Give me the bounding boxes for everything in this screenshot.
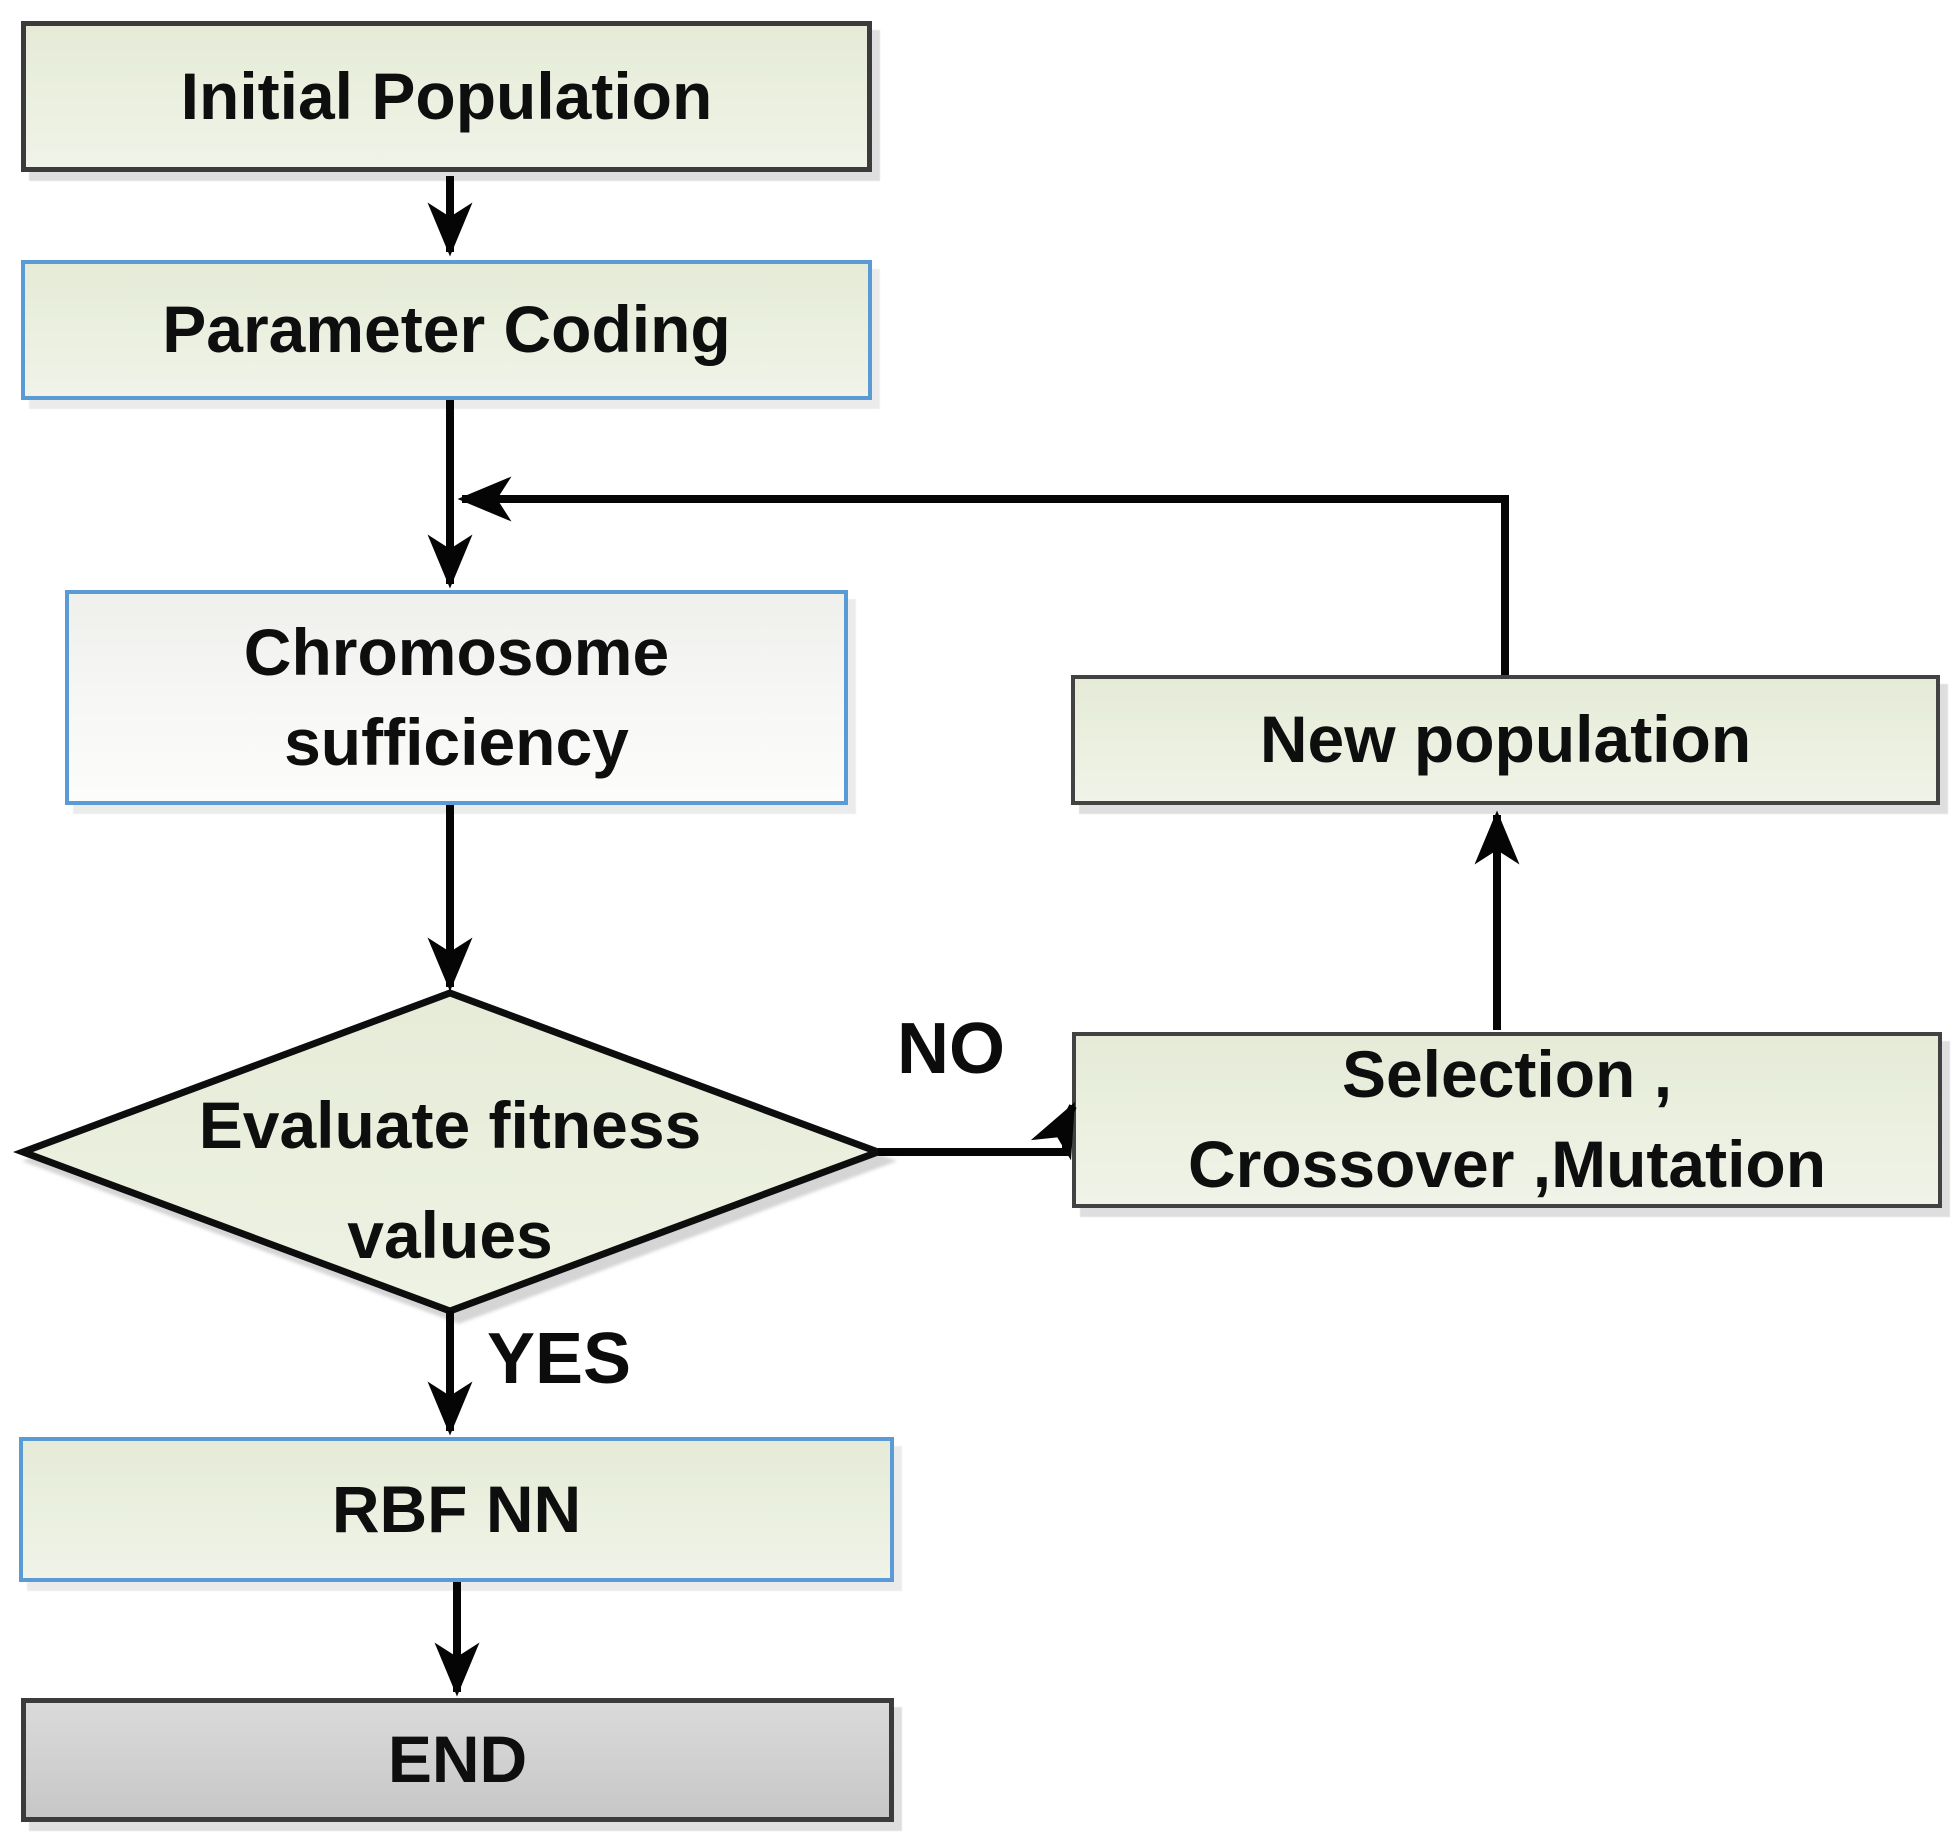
node-parameter-coding: Parameter Coding (21, 260, 872, 400)
edge-label-no: NO (897, 1009, 1005, 1089)
node-evaluate-fitness-label: Evaluate fitness values (198, 1088, 702, 1273)
node-end: END (21, 1698, 894, 1822)
edge-label-yes: YES (487, 1319, 632, 1399)
node-selection-crossover-mutation: Selection , Crossover ,Mutation (1072, 1032, 1942, 1208)
node-rbf-nn-label: RBF NN (331, 1471, 582, 1546)
node-end-label: END (387, 1722, 528, 1797)
node-chromosome-sufficiency: Chromosome sufficiency (65, 590, 848, 805)
node-parameter-coding-label: Parameter Coding (162, 292, 731, 367)
node-initial-population-label: Initial Population (180, 58, 713, 133)
node-new-population-label: New population (1259, 702, 1752, 777)
node-rbf-nn: RBF NN (19, 1437, 894, 1582)
node-chromosome-sufficiency-label: Chromosome sufficiency (243, 614, 670, 779)
node-initial-population: Initial Population (21, 21, 872, 172)
node-selection-crossover-mutation-label: Selection , Crossover ,Mutation (1187, 1037, 1827, 1201)
arrow-diamond-no-to-selection (878, 1101, 1077, 1161)
node-new-population: New population (1071, 675, 1940, 805)
